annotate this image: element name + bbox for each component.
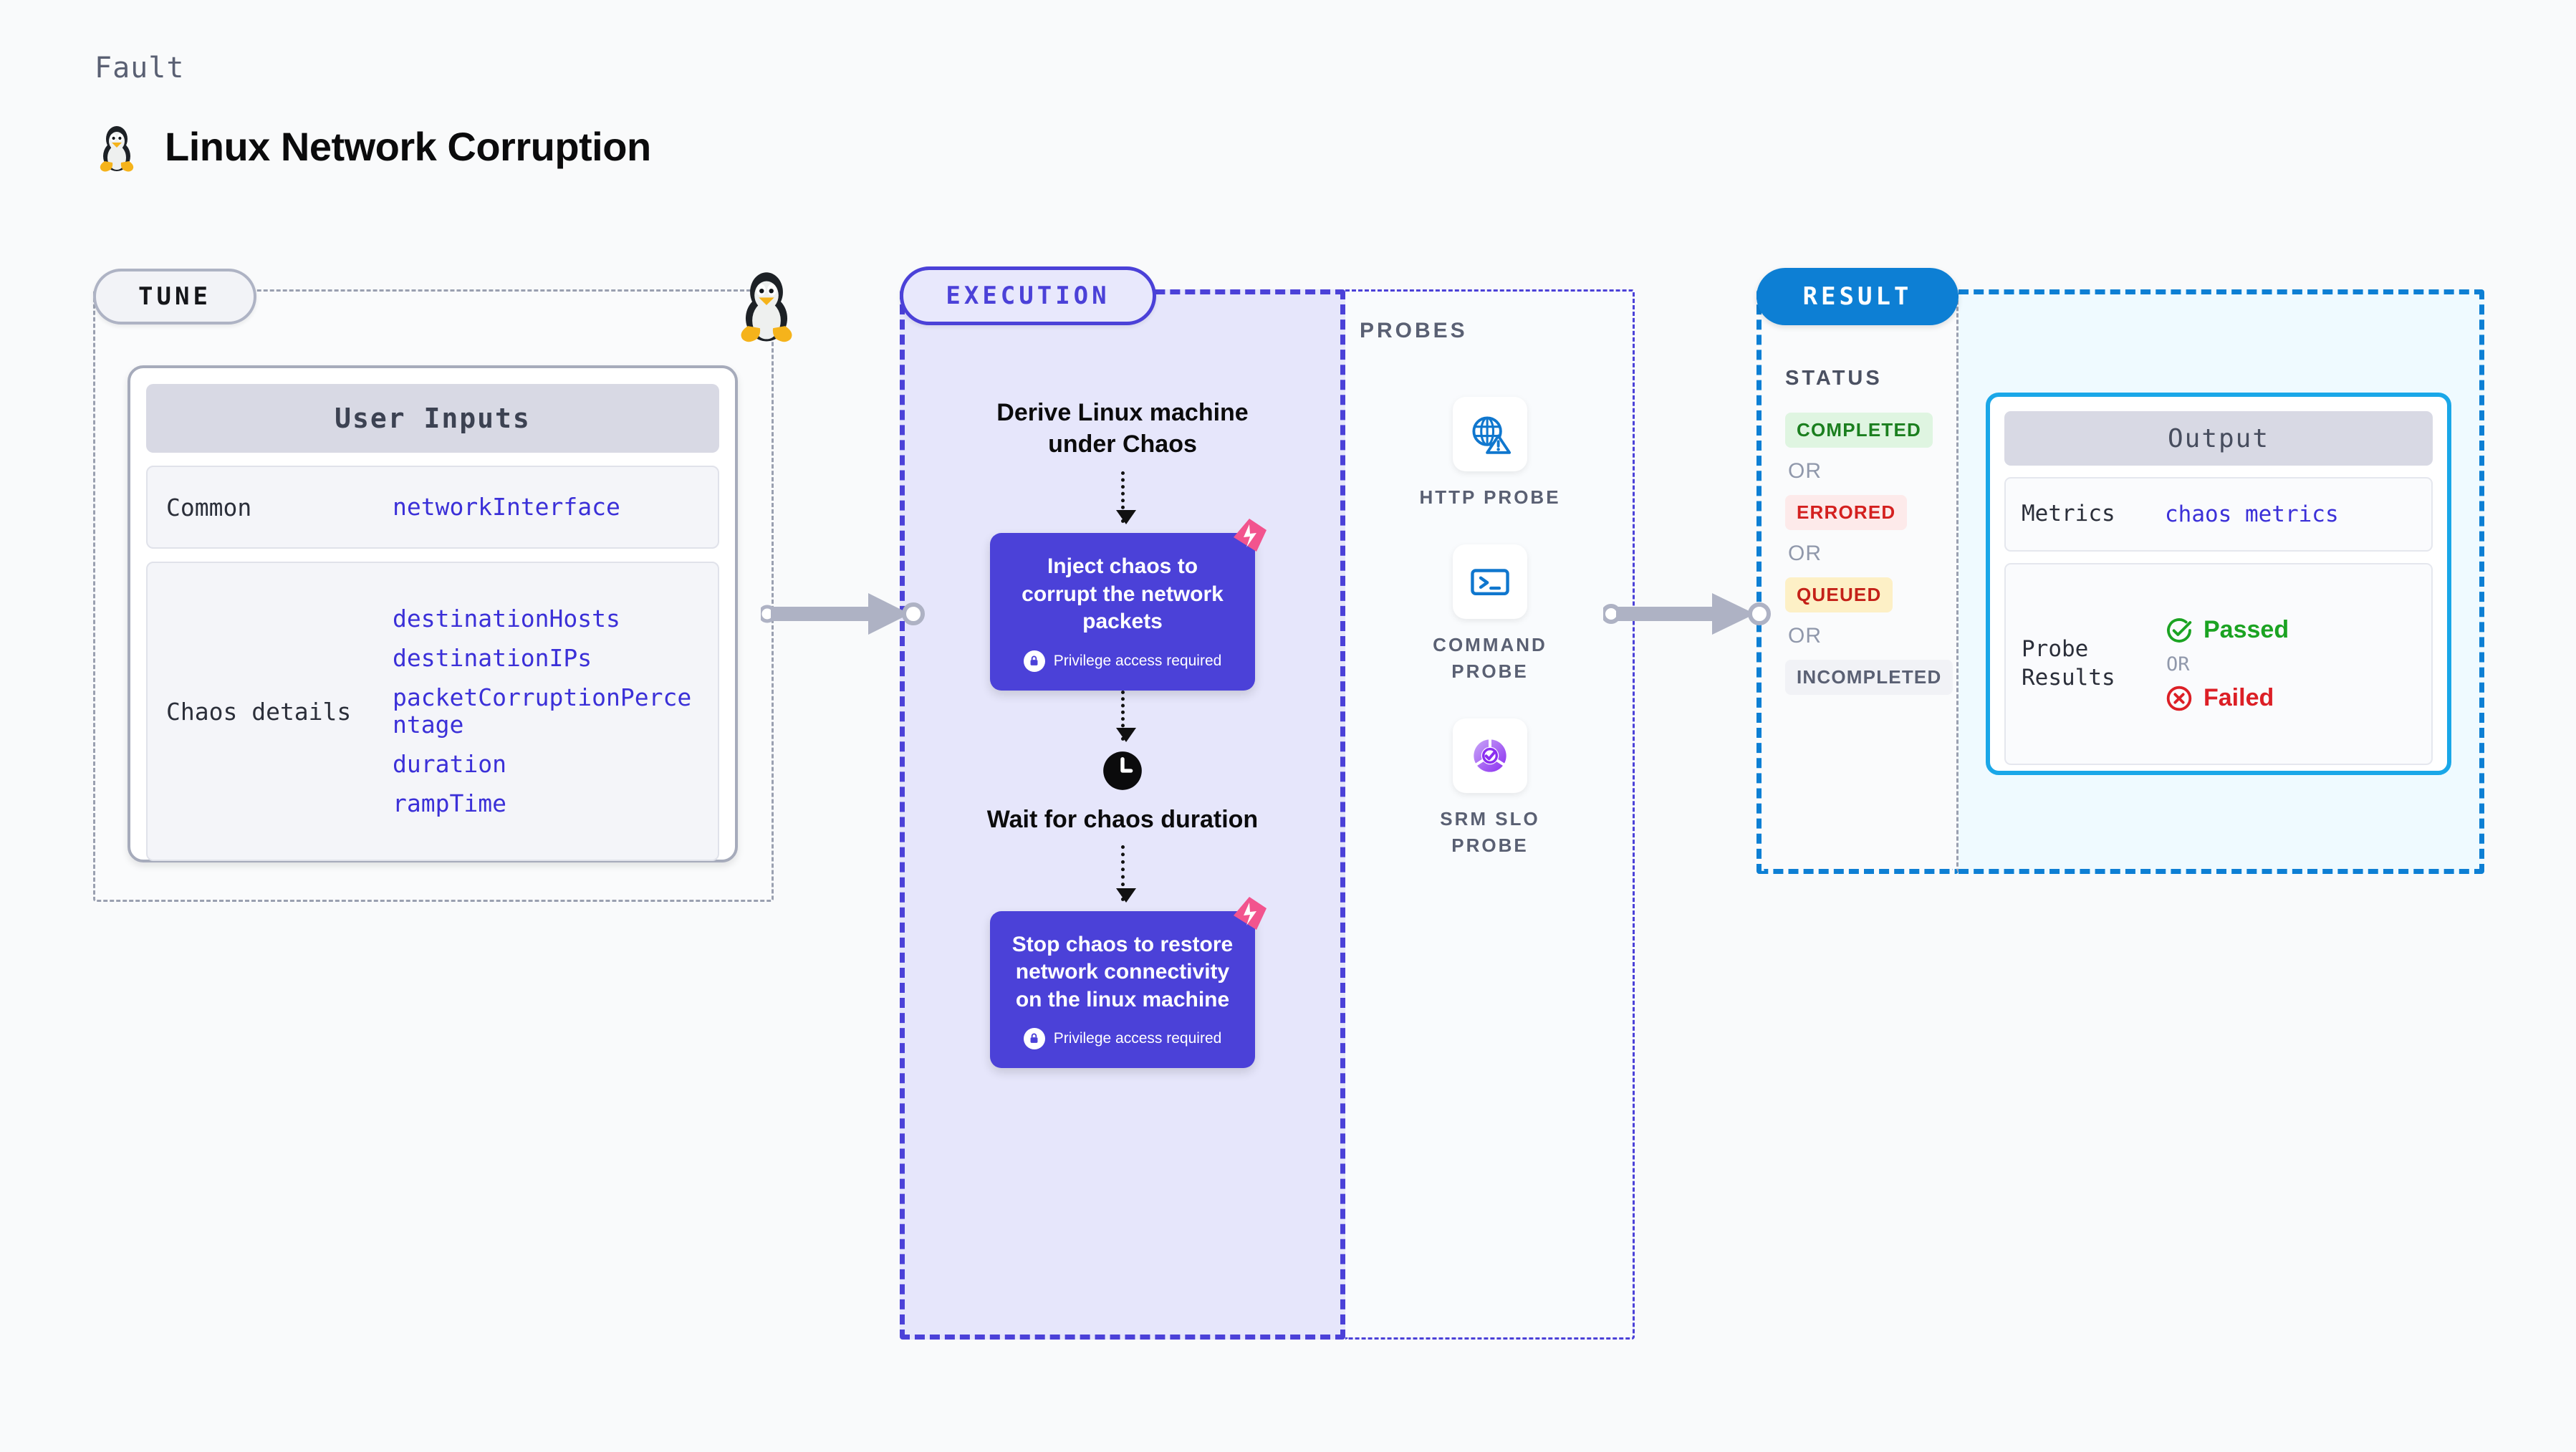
probe-result-or: OR	[2166, 653, 2190, 675]
status-or-3: OR	[1788, 624, 1822, 648]
tune-row-common: Common networkInterface	[146, 466, 719, 549]
flow-step-stop-chaos[interactable]: Stop chaos to restore network connectivi…	[990, 896, 1267, 1068]
probe-label: COMMAND PROBE	[1433, 634, 1547, 682]
status-badge-list: COMPLETED OR ERRORED OR QUEUED OR INCOMP…	[1785, 413, 1953, 695]
page-title: Linux Network Corruption	[165, 123, 651, 169]
probe-item-command[interactable]: COMMAND PROBE	[1418, 544, 1562, 684]
probes-list: HTTP PROBE COMMAND PROBE	[1345, 289, 1635, 858]
probe-result-states: Passed OR Failed	[2165, 616, 2289, 713]
chaos-badge-icon	[1234, 896, 1267, 930]
fault-title-row: Linux Network Corruption	[95, 120, 651, 172]
execution-section-pill[interactable]: EXECUTION	[900, 266, 1156, 325]
probe-label: SRM SLO PROBE	[1440, 808, 1540, 856]
probe-icon-container	[1453, 544, 1527, 620]
output-row-probe-results: Probe Results Passed OR Failed	[2004, 563, 2433, 765]
slo-donut-check-icon	[1474, 737, 1506, 772]
flow-step-wait-title: Wait for chaos duration	[986, 805, 1259, 833]
output-metrics-key: Metrics	[2022, 501, 2115, 527]
status-badge-incompleted: INCOMPLETED	[1785, 660, 1953, 695]
tune-value[interactable]: destinationIPs	[393, 644, 592, 673]
probe-item-http[interactable]: HTTP PROBE	[1419, 397, 1560, 510]
user-inputs-card: User Inputs Common networkInterface Chao…	[128, 365, 738, 862]
output-row-metrics: Metrics chaos metrics	[2004, 477, 2433, 552]
output-probe-results-key: Probe Results	[2022, 636, 2115, 691]
probe-result-failed-label: Failed	[2203, 684, 2274, 711]
flow-step-stop-chaos-title: Stop chaos to restore network connectivi…	[1011, 932, 1234, 1011]
privilege-note-text: Privilege access required	[1053, 652, 1222, 669]
connector-probes-to-result	[1603, 593, 1771, 635]
tune-row-chaos-details: Chaos details destinationHosts destinati…	[146, 562, 719, 861]
probe-label: HTTP PROBE	[1419, 486, 1561, 508]
probe-result-passed-label: Passed	[2203, 616, 2289, 643]
tune-value[interactable]: rampTime	[393, 789, 506, 817]
chaos-badge-icon	[1234, 519, 1267, 552]
output-card: Output Metrics chaos metrics Probe Resul…	[1986, 393, 2451, 775]
flow-arrow-1	[1115, 471, 1136, 525]
linux-penguin-icon	[100, 126, 134, 172]
tune-value[interactable]: packetCorruptionPercentage	[393, 683, 692, 739]
lock-icon	[1023, 1027, 1045, 1049]
probe-icon-container	[1453, 718, 1527, 794]
execution-flow: Derive Linux machine under Chaos Inject …	[900, 289, 1345, 1340]
probe-icon-container	[1452, 397, 1527, 471]
linux-penguin-icon-border	[741, 272, 792, 342]
probe-result-failed: Failed	[2165, 684, 2289, 713]
tune-row-values: networkInterface	[393, 494, 620, 521]
user-inputs-card-title: User Inputs	[146, 384, 719, 453]
output-metrics-value[interactable]: chaos metrics	[2165, 501, 2339, 527]
flow-arrow-3	[1115, 845, 1136, 903]
status-badge-queued: QUEUED	[1785, 577, 1893, 612]
x-circle-icon	[2166, 686, 2192, 711]
connector-tune-to-execution	[761, 593, 925, 635]
globe-warning-icon	[1472, 416, 1512, 454]
output-card-title: Output	[2004, 411, 2433, 466]
tune-value[interactable]: duration	[393, 749, 506, 778]
check-circle-icon	[2167, 617, 2192, 643]
terminal-icon	[1471, 569, 1509, 596]
tune-row-key: Chaos details	[166, 697, 352, 726]
status-badge-errored: ERRORED	[1785, 495, 1908, 530]
probes-section-title: PROBES	[1360, 319, 1468, 342]
status-label: STATUS	[1785, 367, 1883, 390]
lock-icon	[1023, 650, 1045, 672]
tune-row-key: Common	[166, 493, 252, 521]
privilege-note: Privilege access required	[1009, 1027, 1236, 1049]
flow-step-inject-chaos[interactable]: Inject chaos to corrupt the network pack…	[990, 519, 1267, 691]
flow-arrow-2	[1115, 690, 1136, 742]
privilege-note-text: Privilege access required	[1053, 1029, 1222, 1047]
tune-section-pill[interactable]: TUNE	[93, 269, 256, 324]
status-or-2: OR	[1788, 542, 1822, 565]
probe-item-srm-slo[interactable]: SRM SLO PROBE	[1418, 718, 1562, 858]
clock-icon	[1103, 751, 1142, 790]
status-or-1: OR	[1788, 459, 1822, 483]
tune-row-values: destinationHosts destinationIPs packetCo…	[393, 605, 693, 817]
flow-step-inject-chaos-title: Inject chaos to corrupt the network pack…	[1022, 554, 1224, 634]
result-section-pill[interactable]: RESULT	[1756, 268, 1959, 325]
tune-value[interactable]: destinationHosts	[393, 605, 620, 633]
fault-kicker: Fault	[95, 52, 185, 85]
privilege-note: Privilege access required	[1009, 650, 1236, 672]
tune-value[interactable]: networkInterface	[393, 493, 620, 521]
probe-result-passed: Passed	[2165, 616, 2289, 645]
status-badge-completed: COMPLETED	[1785, 413, 1933, 448]
flow-step-derive-title: Derive Linux machine under Chaos	[996, 399, 1249, 458]
